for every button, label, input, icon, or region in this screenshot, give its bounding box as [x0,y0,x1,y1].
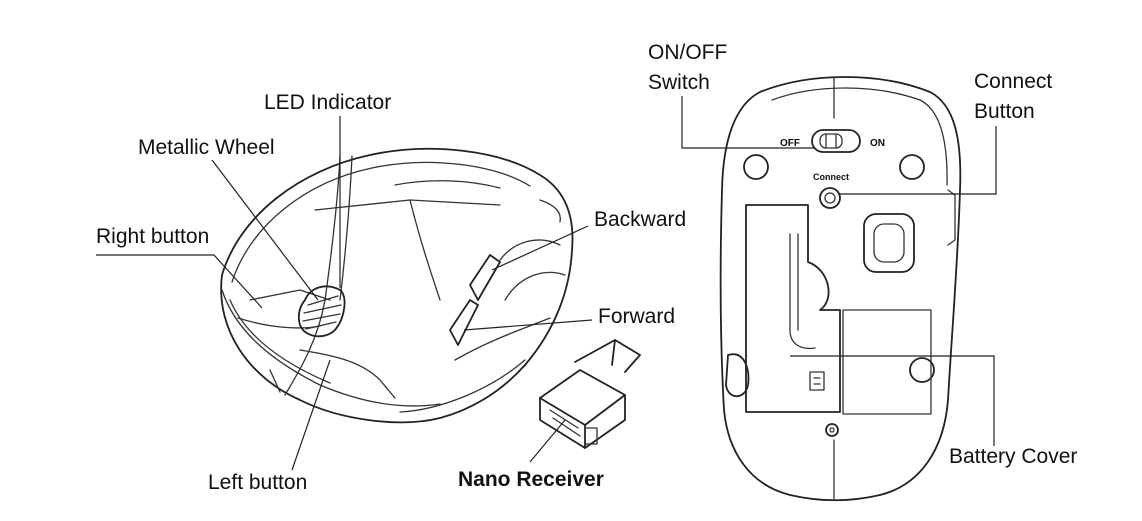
forward-label: Forward [598,305,676,328]
connect-label-line2: Button [974,100,1035,124]
connect-button-drawing [819,187,841,209]
on-off-label-line2: Switch [648,71,710,95]
connect-button-label: Connect Button [974,67,1052,128]
connect-label-line1: Connect [974,70,1053,93]
connect-marking: Connect [813,172,849,182]
backward-label: Backward [594,208,687,231]
off-marking: OFF [780,138,800,149]
metallic-wheel-label: Metallic Wheel [138,136,275,159]
battery-cover-drawing [745,204,932,415]
battery-cover-label: Battery Cover [949,445,1078,468]
on-marking: ON [870,138,885,149]
nano-receiver-drawing [539,339,641,449]
mouse-top-view-drawing [220,148,574,424]
led-indicator-label: LED Indicator [264,91,392,114]
on-off-switch-drawing [811,129,861,153]
leader-lines [96,96,997,471]
nano-receiver-label: Nano Receiver [458,468,604,491]
on-off-switch-label: ON/OFF Switch [648,38,727,99]
right-button-label: Right button [96,225,210,248]
scroll-wheel-drawing [297,285,346,338]
optical-sensor-drawing [863,213,915,273]
mouse-bottom-view-drawing [719,76,962,502]
on-off-label-line1: ON/OFF [648,41,728,64]
left-button-label: Left button [208,471,308,494]
